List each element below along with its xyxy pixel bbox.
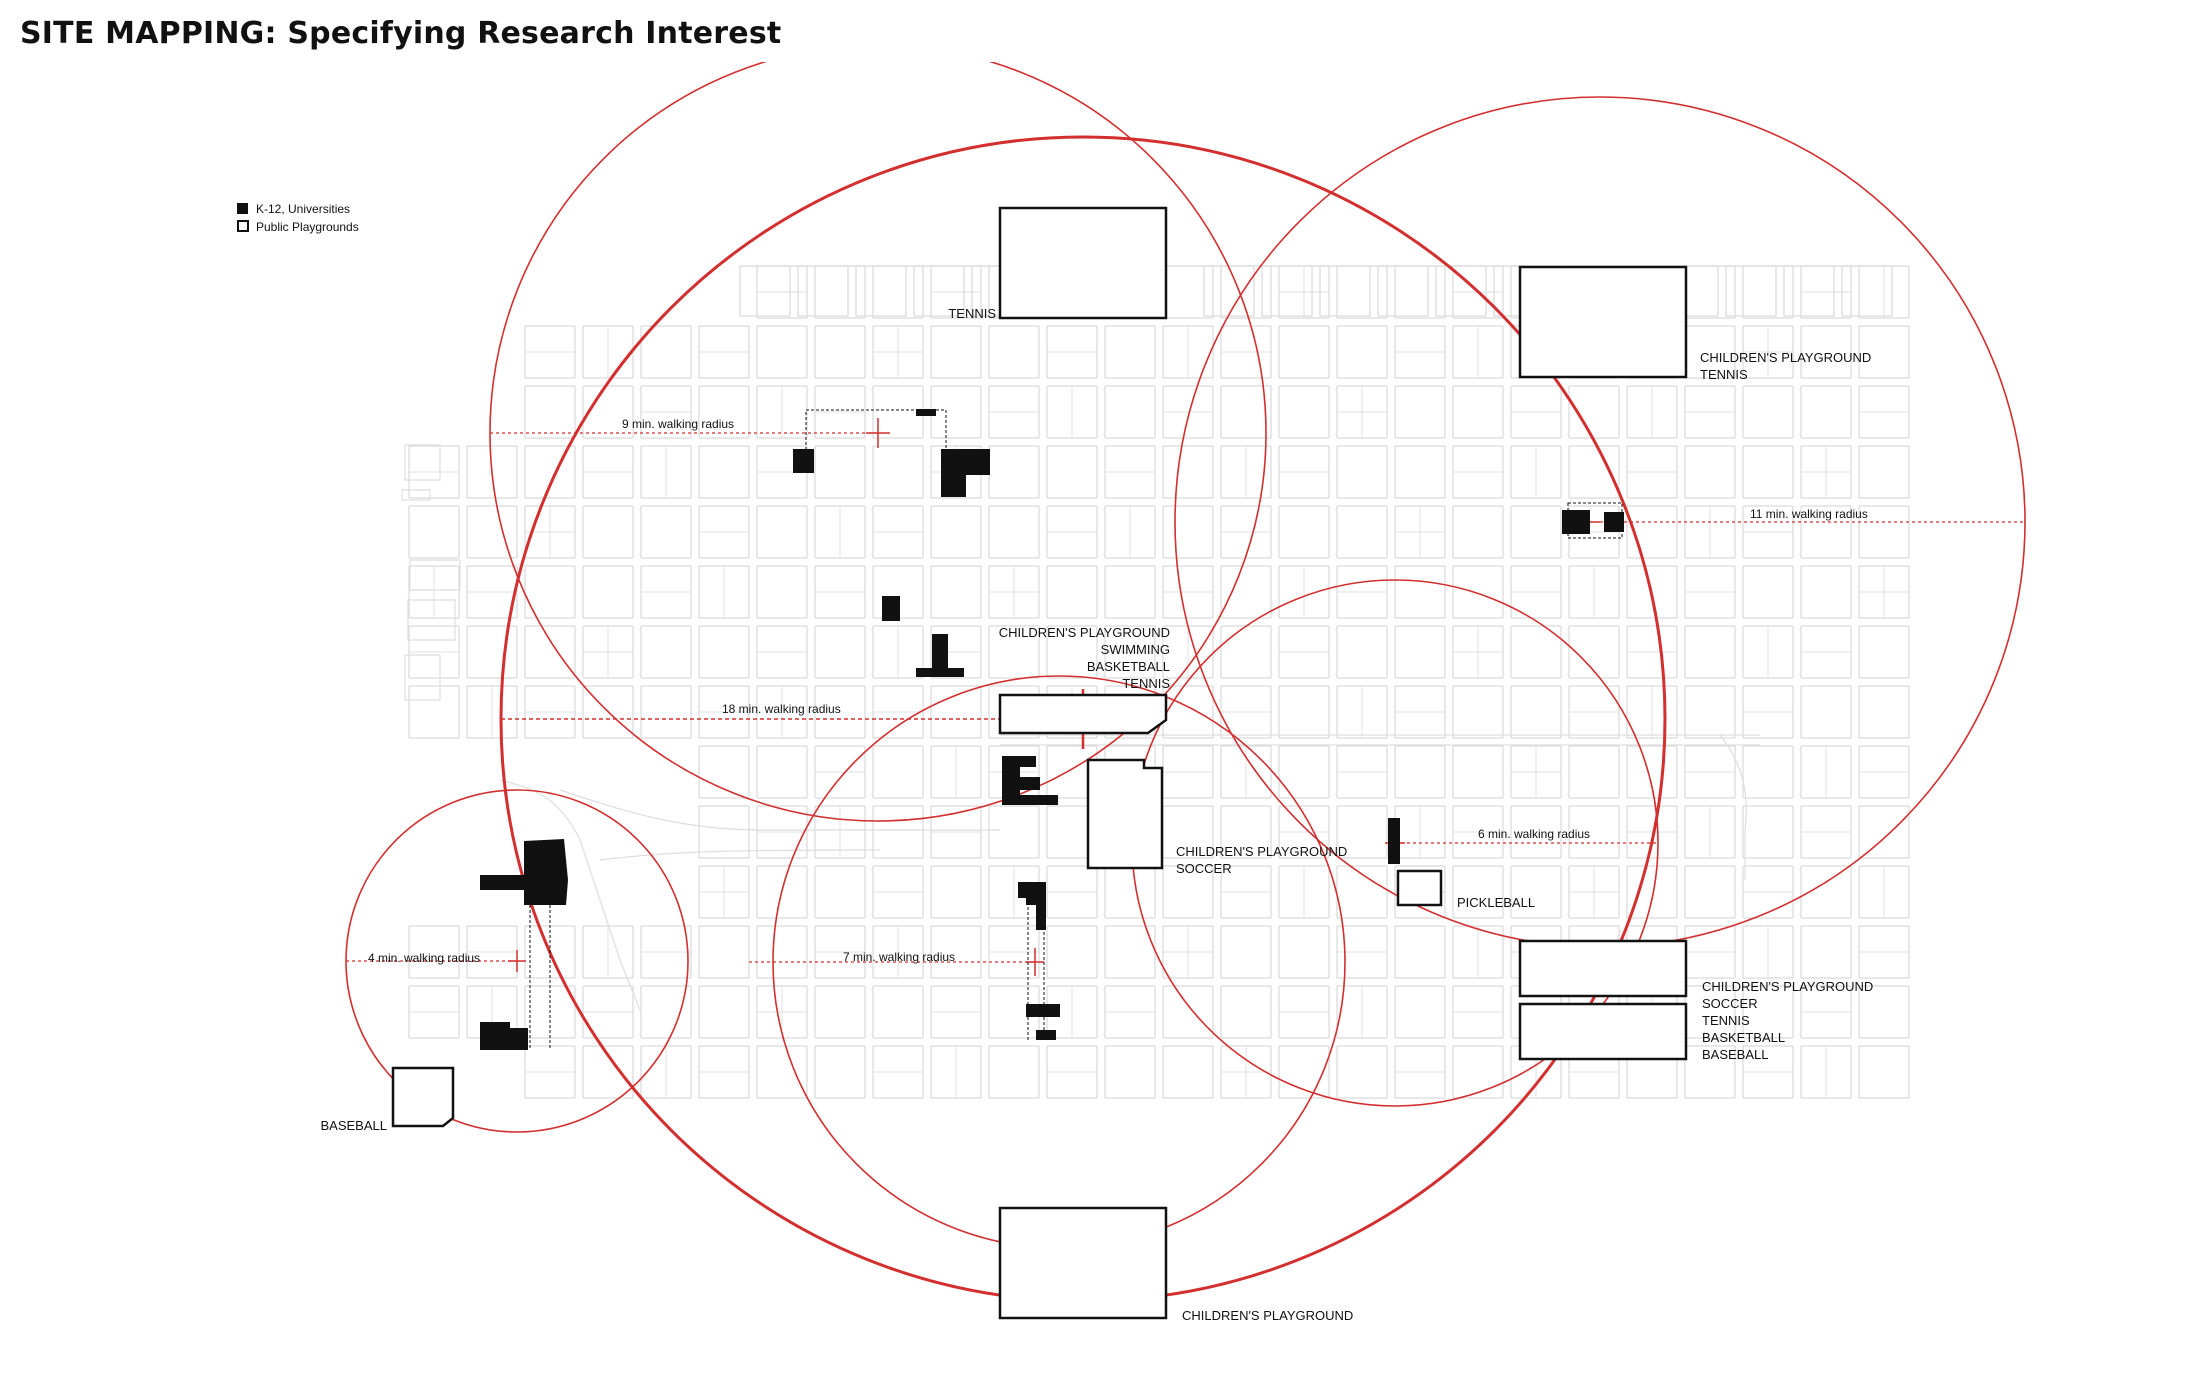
label-se-park-4: BASKETBALL <box>1702 1030 1785 1045</box>
label-se-park-3: TENNIS <box>1702 1013 1750 1028</box>
label-se-park-1: CHILDREN'S PLAYGROUND <box>1702 979 1873 994</box>
playground-pickleball <box>1396 869 1443 907</box>
playgrounds-layer <box>391 206 1688 1320</box>
playground-se-park-a <box>1518 939 1688 998</box>
label-baseball: BASEBALL <box>321 1118 388 1133</box>
school-building <box>1388 818 1400 864</box>
waterfront-outline <box>401 444 1760 1011</box>
radius-label-11min: 11 min. walking radius <box>1750 507 1868 521</box>
label-center-park-4: TENNIS <box>1122 676 1170 691</box>
page-title: SITE MAPPING: Specifying Research Intere… <box>20 16 782 51</box>
school-building <box>882 596 900 621</box>
radius-labels: 9 min. walking radius 18 min. walking ra… <box>368 417 1868 965</box>
playground-baseball <box>391 1066 455 1128</box>
school-building <box>916 634 964 677</box>
legend-schools-label: K-12, Universities <box>256 202 350 216</box>
playground-south-park <box>998 1206 1168 1320</box>
playground-ne-park <box>1518 265 1688 379</box>
legend-playgrounds-label: Public Playgrounds <box>256 220 359 234</box>
label-ne-park-2: TENNIS <box>1700 367 1748 382</box>
school-building <box>480 1022 528 1050</box>
label-pickleball: PICKLEBALL <box>1457 895 1535 910</box>
playground-se-park-b <box>1518 1002 1688 1061</box>
label-center-park-1: CHILDREN'S PLAYGROUND <box>999 625 1170 640</box>
label-soccer-park-1: CHILDREN'S PLAYGROUND <box>1176 844 1347 859</box>
radius-label-4min: 4 min. walking radius <box>368 951 480 965</box>
school-building <box>916 409 936 416</box>
radius-label-6min: 6 min. walking radius <box>1478 827 1590 841</box>
school-building <box>480 839 568 905</box>
street-grid <box>408 265 1910 1099</box>
legend-playground-swatch <box>237 220 249 232</box>
playground-soccer-park <box>1086 758 1164 870</box>
schools-layer <box>480 409 1624 1050</box>
school-building <box>1026 1004 1060 1017</box>
label-south-park: CHILDREN'S PLAYGROUND <box>1182 1308 1353 1323</box>
label-center-park-3: BASKETBALL <box>1087 659 1170 674</box>
school-building <box>1562 510 1624 534</box>
map-legend: K-12, Universities Public Playgrounds <box>237 202 359 234</box>
radius-label-18min: 18 min. walking radius <box>722 702 841 716</box>
label-se-park-2: SOCCER <box>1702 996 1758 1011</box>
playground-center-park <box>998 693 1168 735</box>
label-center-park-2: SWIMMING <box>1101 642 1170 657</box>
playground-tennis-top <box>998 206 1168 320</box>
radius-label-9min: 9 min. walking radius <box>622 417 734 431</box>
label-soccer-park-2: SOCCER <box>1176 861 1232 876</box>
school-building <box>1018 882 1046 930</box>
legend-school-swatch <box>237 203 248 214</box>
label-se-park-5: BASEBALL <box>1702 1047 1769 1062</box>
walking-radius-circles <box>345 62 2026 1303</box>
school-building <box>1002 756 1058 805</box>
school-building <box>1036 1030 1056 1040</box>
radius-label-7min: 7 min. walking radius <box>843 950 955 964</box>
playground-labels: TENNIS CHILDREN'S PLAYGROUND TENNIS CHIL… <box>321 306 1874 1323</box>
label-ne-park-1: CHILDREN'S PLAYGROUND <box>1700 350 1871 365</box>
school-building <box>793 449 814 473</box>
school-building <box>941 449 990 497</box>
label-tennis-top: TENNIS <box>948 306 996 321</box>
